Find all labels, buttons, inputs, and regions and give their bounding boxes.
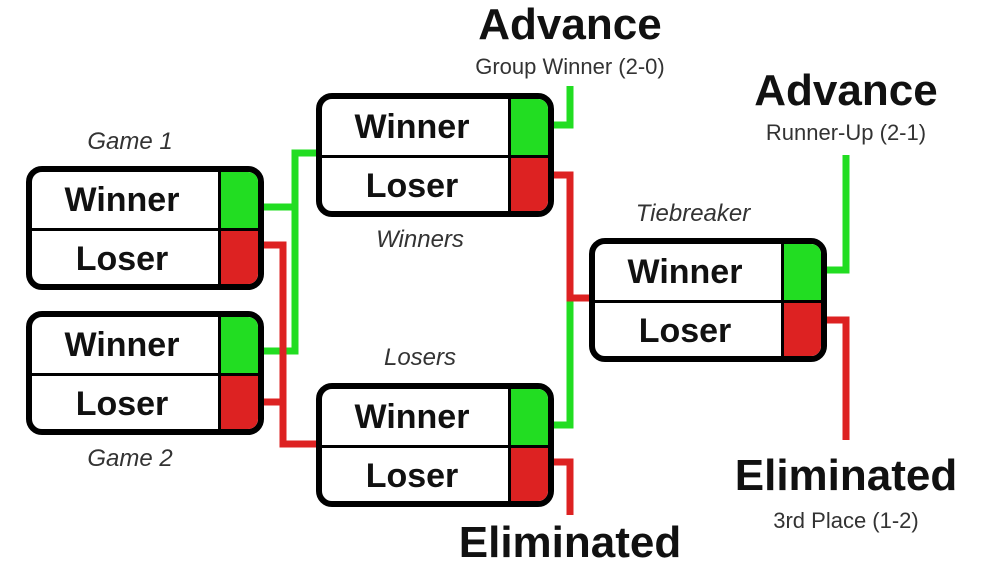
game1-loser-label: Loser xyxy=(75,239,169,278)
game1-loser-slot: Loser xyxy=(32,228,258,284)
tiebreaker-winner-advance-line xyxy=(826,155,850,274)
winners-match: Winner Loser xyxy=(316,93,554,217)
advance-runner-up-subtitle: Runner-Up (2-1) xyxy=(765,120,927,145)
game1-winner-green-box xyxy=(218,172,258,228)
advance-runner-up-title: Advance xyxy=(754,66,938,115)
tiebreaker-winner-label: Winner xyxy=(627,252,743,291)
tiebreaker-winner-slot: Winner xyxy=(595,244,821,300)
tiebreaker-loser-label: Loser xyxy=(638,311,732,350)
game1-winner-label: Winner xyxy=(64,180,180,219)
game2-match: Winner Loser xyxy=(26,311,264,435)
losers-match: Winner Loser xyxy=(316,383,554,507)
game2-caption: Game 2 xyxy=(87,445,173,472)
advance-group-winner-title: Advance xyxy=(478,0,662,49)
losers-loser-eliminated-line xyxy=(553,458,574,515)
tiebreaker-match: Winner Loser xyxy=(589,238,827,362)
winners-loser-red-box xyxy=(508,158,548,211)
losers-loser-slot: Loser xyxy=(322,445,548,501)
winners-winner-advance-line xyxy=(553,86,574,129)
tiebreaker-loser-eliminated-line xyxy=(826,316,850,440)
winners-winner-slot: Winner xyxy=(322,99,548,155)
game2-loser-slot: Loser xyxy=(32,373,258,429)
winners-caption: Winners xyxy=(376,226,464,253)
game1-loser-to-losers-line xyxy=(262,241,316,448)
game2-winner-label: Winner xyxy=(64,325,180,364)
game1-winner-slot: Winner xyxy=(32,172,258,228)
eliminated-third-title: Eliminated xyxy=(734,451,958,500)
losers-winner-label: Winner xyxy=(354,397,470,436)
winners-loser-slot: Loser xyxy=(322,155,548,211)
winners-loser-label: Loser xyxy=(365,166,459,205)
eliminated-bottom-title: Eliminated xyxy=(458,518,682,567)
losers-winner-slot: Winner xyxy=(322,389,548,445)
game1-loser-red-box xyxy=(218,231,258,284)
game2-winner-slot: Winner xyxy=(32,317,258,373)
advance-group-winner-subtitle: Group Winner (2-0) xyxy=(475,54,665,79)
losers-winner-green-box xyxy=(508,389,548,445)
game2-loser-label: Loser xyxy=(75,384,169,423)
losers-loser-red-box xyxy=(508,448,548,501)
tiebreaker-caption: Tiebreaker xyxy=(635,200,751,227)
game1-caption: Game 1 xyxy=(87,128,173,155)
game2-winner-green-box xyxy=(218,317,258,373)
tiebreaker-winner-green-box xyxy=(781,244,821,300)
losers-caption: Losers xyxy=(383,344,457,371)
game1-winner-to-winners-line xyxy=(262,149,316,211)
winners-winner-label: Winner xyxy=(354,107,470,146)
game2-winner-to-winners-line xyxy=(262,153,299,355)
tiebreaker-loser-slot: Loser xyxy=(595,300,821,356)
game2-loser-red-box xyxy=(218,376,258,429)
winners-loser-to-tiebreaker-line xyxy=(553,171,590,302)
losers-loser-label: Loser xyxy=(365,456,459,495)
losers-winner-to-tiebreaker-line xyxy=(553,294,590,429)
winners-winner-green-box xyxy=(508,99,548,155)
game1-match: Winner Loser xyxy=(26,166,264,290)
eliminated-third-subtitle: 3rd Place (1-2) xyxy=(773,508,919,533)
tiebreaker-loser-red-box xyxy=(781,303,821,356)
